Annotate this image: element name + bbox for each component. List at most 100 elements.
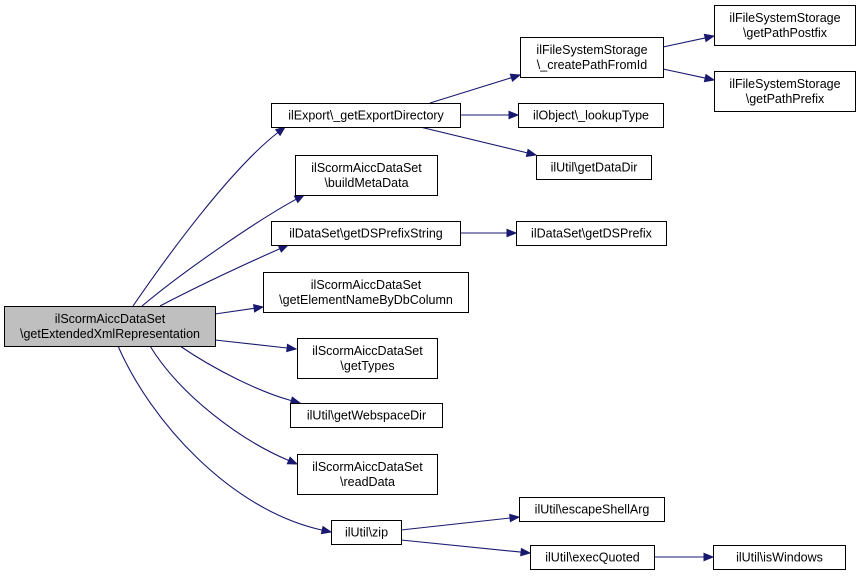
node-label-line: \getTypes (340, 359, 394, 373)
edges-layer (117, 33, 716, 562)
nodes-layer: ilScormAiccDataSet\getExtendedXmlReprese… (4, 5, 856, 570)
edge-arrowhead (274, 126, 287, 137)
edge-root-to-read_data (149, 345, 299, 465)
node-label-line: ilDataSet\getDSPrefixString (289, 227, 443, 241)
edge-line (141, 198, 297, 307)
node-ds-prefix-string[interactable]: ilDataSet\getDSPrefixString (271, 221, 461, 246)
node-box (530, 545, 655, 570)
edge-ds_prefix_string-to-ds_prefix (460, 228, 518, 238)
node-box (297, 338, 438, 379)
node-webspace-dir[interactable]: ilUtil\getWebspaceDir (290, 403, 443, 428)
node-label-line: ilUtil\getWebspaceDir (307, 409, 426, 423)
edge-line (662, 37, 706, 48)
node-label-line: ilObject\_lookupType (533, 109, 649, 123)
node-label-line: \getExtendedXmlRepresentation (20, 327, 200, 341)
edge-arrowhead (293, 194, 306, 204)
node-root[interactable]: ilScormAiccDataSet\getExtendedXmlReprese… (4, 306, 216, 347)
node-box (297, 454, 438, 495)
edge-arrowhead (509, 513, 521, 523)
node-is-windows[interactable]: ilUtil\isWindows (713, 545, 846, 570)
node-label-line: ilUtil\getDataDir (551, 161, 638, 175)
edge-arrowhead (286, 456, 299, 465)
node-box (271, 103, 461, 128)
node-box (713, 545, 846, 570)
node-box (518, 103, 664, 128)
node-box (331, 520, 402, 545)
edge-line (400, 517, 511, 531)
node-box (271, 221, 461, 246)
node-path-prefix[interactable]: ilFileSystemStorage\getPathPrefix (714, 71, 856, 112)
node-box (263, 272, 469, 313)
node-label-line: ilUtil\execQuoted (545, 551, 640, 565)
edge-zip-to-escape_shell (400, 513, 521, 531)
node-label-line: ilScormAiccDataSet (312, 460, 423, 474)
edge-exec_quoted-to-is_windows (654, 552, 715, 562)
edge-arrowhead (286, 343, 298, 353)
node-ds-prefix[interactable]: ilDataSet\getDSPrefix (516, 221, 667, 246)
edge-arrowhead (509, 73, 522, 82)
edge-arrowhead (320, 525, 333, 535)
edge-line (179, 345, 292, 402)
node-box (519, 497, 665, 522)
node-box (714, 71, 856, 112)
node-box (714, 5, 856, 46)
node-label-line: ilFileSystemStorage (536, 43, 647, 57)
edge-export_dir-to-lookup_type (460, 110, 520, 120)
node-label-line: \readData (340, 475, 395, 489)
edge-arrowhead (703, 33, 716, 43)
edge-arrowhead (253, 304, 265, 313)
node-label-line: ilFileSystemStorage (729, 77, 840, 91)
edge-root-to-get_types (214, 339, 298, 353)
node-exec-quoted[interactable]: ilUtil\execQuoted (530, 545, 655, 570)
edge-zip-to-exec_quoted (400, 539, 532, 557)
edge-line (149, 345, 289, 462)
edge-line (159, 248, 281, 307)
edge-arrowhead (506, 228, 518, 238)
edge-arrowhead (703, 73, 716, 83)
node-label-line: ilUtil\escapeShellArg (535, 503, 650, 517)
edge-root-to-export_dir (132, 126, 287, 307)
node-label-line: \getPathPrefix (746, 92, 825, 106)
node-create-path[interactable]: ilFileSystemStorage\_createPathFromId (520, 37, 664, 78)
edge-create_path-to-path_prefix (662, 68, 716, 83)
node-box (290, 403, 443, 428)
node-label-line: ilExport\_getExportDirectory (288, 109, 444, 123)
node-box (516, 221, 667, 246)
node-zip[interactable]: ilUtil\zip (331, 520, 402, 545)
node-box (4, 306, 216, 347)
node-path-postfix[interactable]: ilFileSystemStorage\getPathPostfix (714, 5, 856, 46)
node-label-line: ilScormAiccDataSet (312, 344, 423, 358)
node-label-line: ilUtil\zip (345, 526, 388, 540)
node-export-dir[interactable]: ilExport\_getExportDirectory (271, 103, 461, 128)
node-label-line: \getElementNameByDbColumn (279, 293, 453, 307)
node-build-meta[interactable]: ilScormAiccDataSet\buildMetaData (295, 155, 438, 196)
node-label-line: \getPathPostfix (743, 26, 828, 40)
edge-line (429, 77, 512, 104)
edge-arrowhead (703, 552, 715, 562)
node-label-line: ilScormAiccDataSet (55, 312, 166, 326)
node-box (295, 155, 438, 196)
node-box (536, 155, 652, 180)
edge-export_dir-to-data_dir (419, 126, 538, 158)
node-read-data[interactable]: ilScormAiccDataSet\readData (297, 454, 438, 495)
edge-root-to-webspace_dir (179, 345, 302, 405)
edge-line (117, 345, 323, 531)
node-data-dir[interactable]: ilUtil\getDataDir (536, 155, 652, 180)
edge-line (214, 307, 255, 315)
edge-line (662, 68, 706, 79)
node-lookup-type[interactable]: ilObject\_lookupType (518, 103, 664, 128)
node-escape-shell[interactable]: ilUtil\escapeShellArg (519, 497, 665, 522)
node-label-line: \buildMetaData (324, 176, 408, 190)
edge-arrowhead (277, 244, 290, 253)
edge-line (214, 339, 288, 349)
edge-root-to-element_name (214, 304, 265, 315)
node-label-line: ilScormAiccDataSet (311, 161, 422, 175)
node-label-line: ilDataSet\getDSPrefix (531, 227, 653, 241)
edge-arrowhead (520, 547, 532, 557)
node-get-types[interactable]: ilScormAiccDataSet\getTypes (297, 338, 438, 379)
node-label-line: \_createPathFromId (537, 58, 648, 72)
node-element-name[interactable]: ilScormAiccDataSet\getElementNameByDbCol… (263, 272, 469, 313)
edge-root-to-zip (117, 345, 333, 535)
node-label-line: ilScormAiccDataSet (311, 278, 422, 292)
